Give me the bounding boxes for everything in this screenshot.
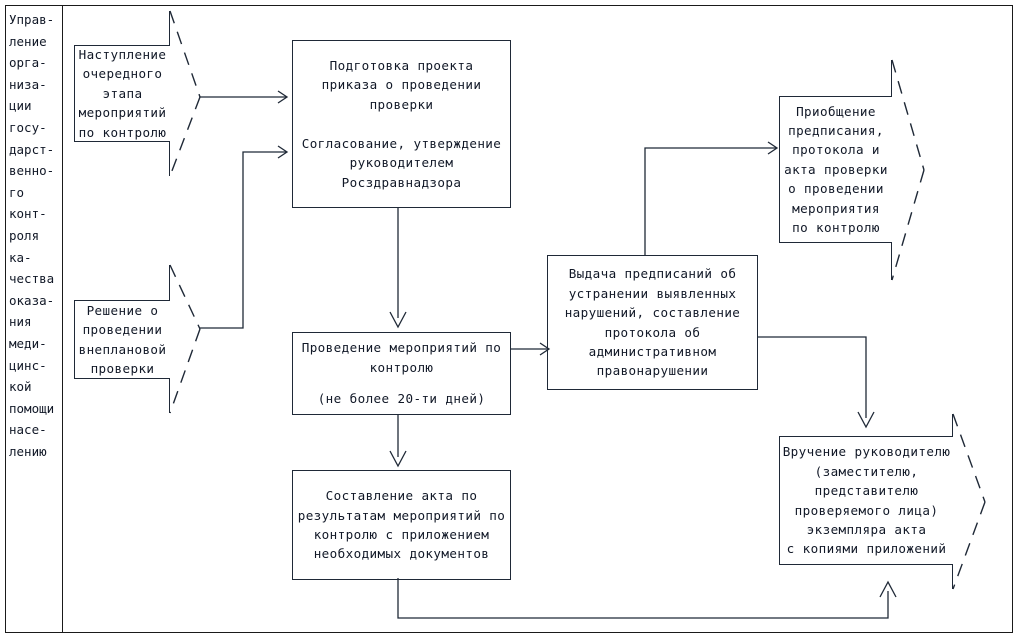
node-prescriptions-label: Выдача предписаний об устранении выявлен… [564, 266, 741, 379]
trigger-stage-stub-bottom [169, 141, 170, 176]
node-trigger-stage-label: Наступление очередного этапа мероприятий… [78, 46, 167, 140]
node-control-actions[interactable]: Проведение мероприятий по контролю (не б… [292, 332, 511, 415]
node-trigger-stage[interactable]: Наступление очередного этапа мероприятий… [74, 45, 170, 142]
node-handover-label: Вручение руководителю (заместителю, пред… [782, 444, 951, 557]
trigger-stage-stub-top [169, 11, 170, 46]
node-control-actions-note: (не более 20-ти дней) [317, 391, 486, 407]
node-order-preparation[interactable]: Подготовка проекта приказа о проведении … [292, 40, 511, 208]
node-control-actions-label: Проведение мероприятий по контролю [301, 340, 502, 375]
node-prescriptions[interactable]: Выдача предписаний об устранении выявлен… [547, 255, 758, 390]
node-handover[interactable]: Вручение руководителю (заместителю, пред… [779, 436, 953, 565]
node-act-drafting-label: Составление акта по результатам мероприя… [297, 488, 506, 562]
unscheduled-stub-bottom [169, 378, 170, 413]
node-unscheduled-decision[interactable]: Решение о проведении внеплановой проверк… [74, 300, 170, 379]
node-order-approval-label: Согласование, утверждение руководителем … [301, 136, 502, 190]
node-order-draft-label: Подготовка проекта приказа о проведении … [321, 57, 482, 112]
left-column-divider [62, 5, 63, 633]
node-act-drafting[interactable]: Составление акта по результатам мероприя… [292, 470, 511, 580]
node-attachment-label: Приобщение предписания, протокола и акта… [784, 103, 888, 236]
handover-stub-top [952, 414, 953, 437]
unscheduled-stub-top [169, 265, 170, 301]
node-unscheduled-decision-label: Решение о проведении внеплановой проверк… [78, 302, 167, 376]
attachment-stub-top [891, 60, 892, 97]
node-attachment[interactable]: Приобщение предписания, протокола и акта… [779, 96, 892, 243]
attachment-stub-bottom [891, 242, 892, 280]
diagram-frame [5, 5, 1013, 633]
side-title-text: Управ- ление орга- низа- ции госу- дарст… [9, 12, 55, 459]
handover-stub-bottom [952, 564, 953, 589]
